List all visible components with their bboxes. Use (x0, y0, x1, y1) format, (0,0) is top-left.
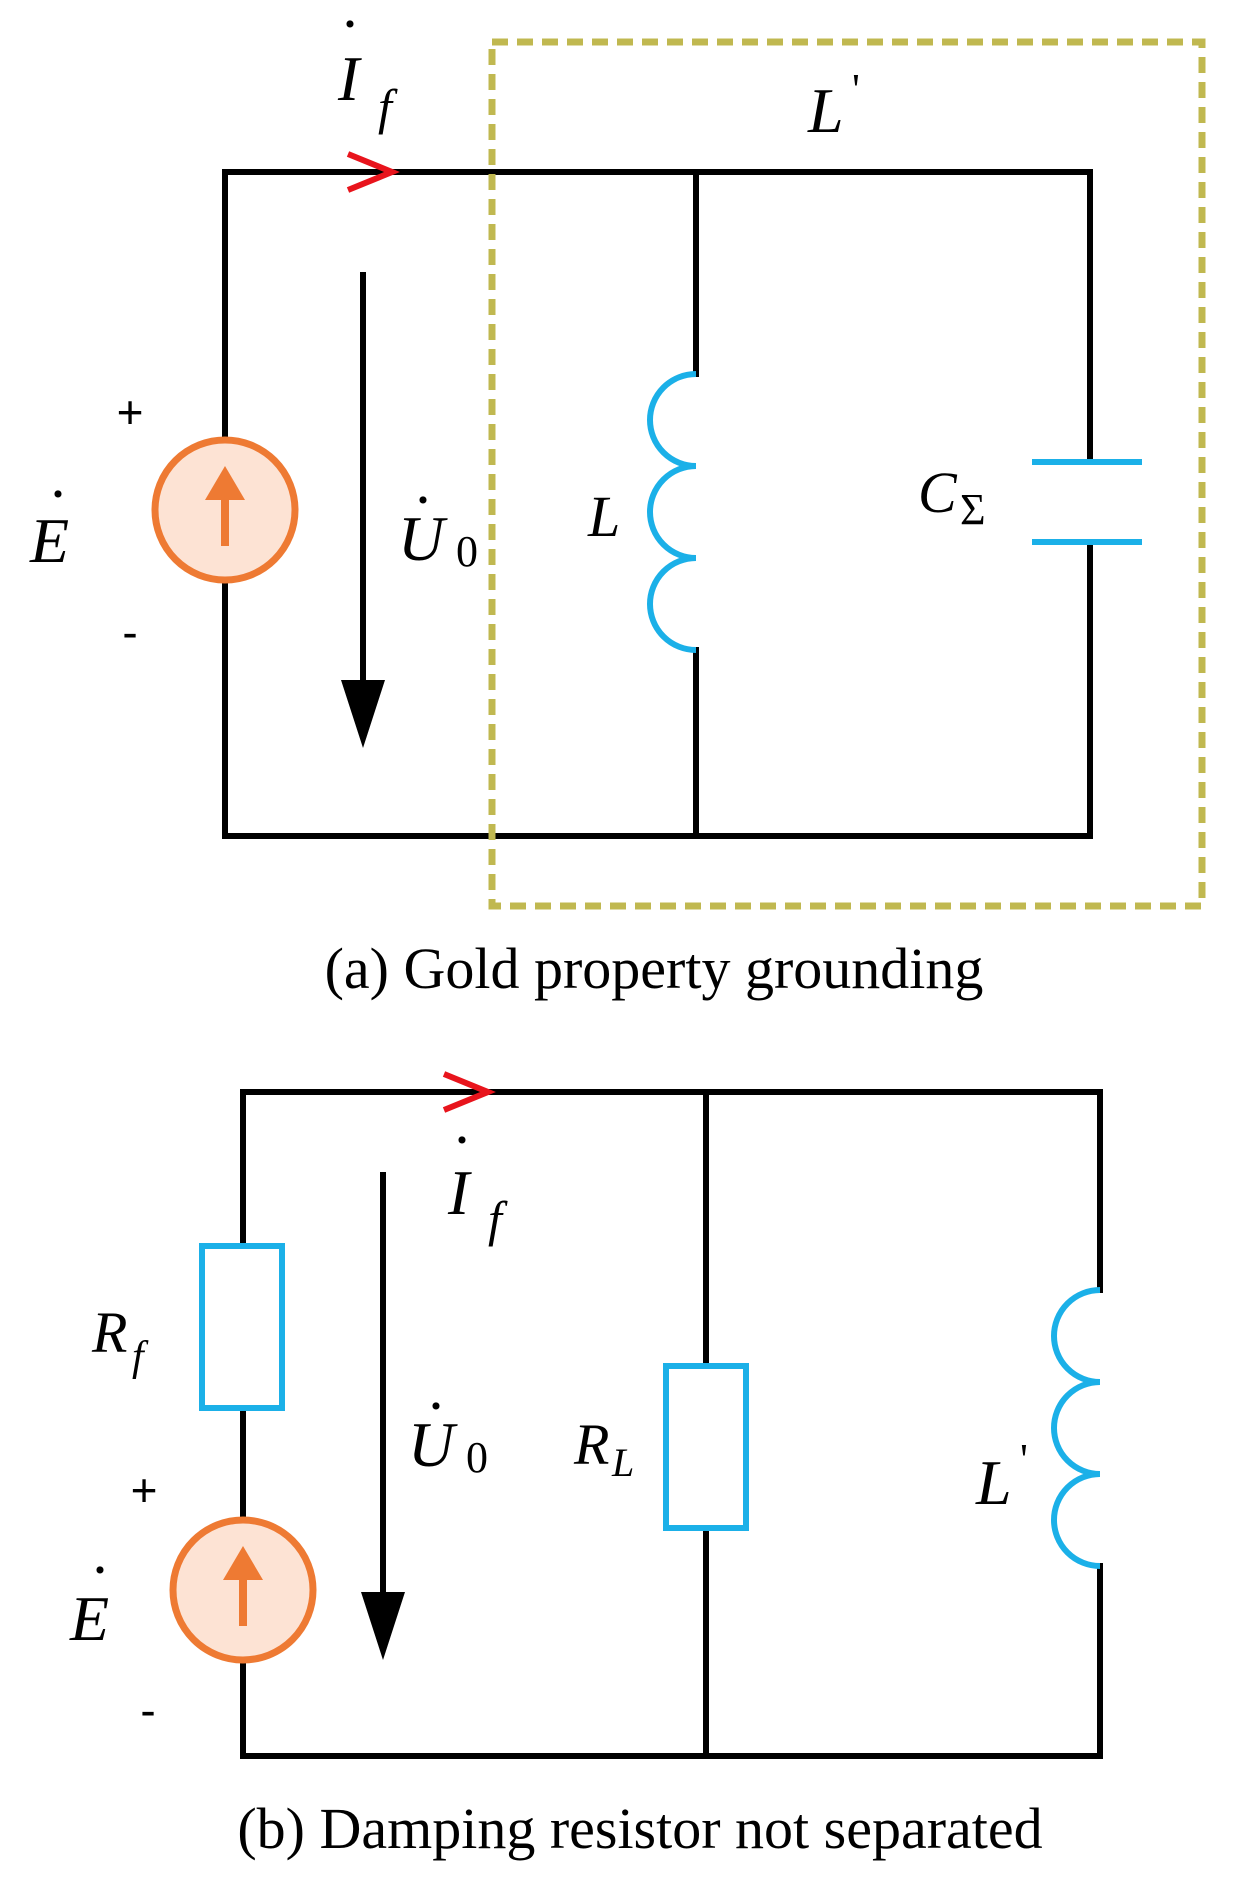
svg-text:+: + (117, 386, 144, 438)
svg-text:L: L (975, 1447, 1012, 1518)
diagram-b: · I f R f · U 0 R L L ' + · E - (b) Damp… (69, 1071, 1103, 1861)
svg-text:0: 0 (456, 527, 478, 576)
svg-text:R: R (91, 1300, 127, 1365)
svg-text:·: · (452, 1107, 472, 1173)
current-direction-marker-b (442, 1071, 496, 1113)
inductor-b (1051, 1287, 1101, 1569)
svg-text:L: L (807, 75, 844, 146)
caption-b: (b) Damping resistor not separated (237, 1796, 1042, 1861)
label-equivalent-inductance: L ' (807, 65, 860, 146)
capacitor-a (1032, 459, 1142, 545)
diagram-a: · I f L ' · U 0 L C Σ + · E - (a) Gold p… (29, 0, 1206, 1001)
label-source-b: + · E - (69, 1464, 157, 1736)
diagram-b-wires (240, 1089, 1103, 1759)
svg-text:R: R (573, 1412, 609, 1477)
voltage-source-b-arrow-head (223, 1546, 263, 1580)
label-inductor-b: L ' (975, 1435, 1028, 1518)
voltage-source-a (151, 436, 299, 584)
label-source-a: + · E - (29, 386, 143, 658)
series-resistor-b (199, 1243, 285, 1411)
svg-text:0: 0 (466, 1433, 488, 1482)
label-inductor-a: L (587, 484, 620, 549)
svg-text:I: I (337, 43, 362, 114)
current-direction-marker-a (346, 151, 400, 193)
svg-text:I: I (447, 1157, 472, 1228)
svg-text:·: · (48, 461, 68, 527)
label-load-resistor-b: R L (573, 1412, 634, 1485)
inductor-a (647, 371, 697, 653)
label-current-a: · I f (337, 0, 398, 135)
voltage-arrow-a (341, 272, 385, 748)
svg-text:·: · (413, 467, 433, 533)
caption-a: (a) Gold property grounding (325, 936, 984, 1001)
voltage-arrow-a-head (341, 680, 385, 748)
svg-text:-: - (122, 606, 137, 658)
label-capacitor-a: C Σ (918, 460, 986, 534)
svg-text:f: f (488, 1191, 508, 1247)
equivalent-inductance-box (488, 38, 1206, 910)
svg-text:·: · (426, 1373, 446, 1439)
svg-text:L: L (611, 1440, 634, 1485)
voltage-arrow-b (361, 1172, 405, 1660)
svg-text:': ' (852, 65, 860, 114)
svg-text:f: f (378, 79, 398, 135)
svg-text:-: - (140, 1684, 155, 1736)
svg-text:E: E (29, 505, 69, 576)
label-series-resistor-b: R f (91, 1300, 149, 1380)
voltage-source-b (169, 1516, 317, 1664)
voltage-source-a-arrow-head (205, 466, 245, 500)
label-current-b: · I f (447, 1107, 508, 1247)
svg-text:U: U (398, 503, 448, 574)
diagram-a-wires (222, 169, 1093, 839)
label-voltage-a: · U 0 (398, 467, 478, 576)
svg-text:U: U (408, 1409, 458, 1480)
svg-text:·: · (340, 0, 360, 57)
svg-text:': ' (1020, 1435, 1028, 1484)
label-voltage-b: · U 0 (408, 1373, 488, 1482)
svg-text:·: · (90, 1537, 110, 1603)
svg-text:E: E (69, 1583, 109, 1654)
svg-text:f: f (132, 1334, 149, 1380)
load-resistor-b (663, 1363, 749, 1531)
voltage-arrow-b-head (361, 1592, 405, 1660)
svg-text:+: + (131, 1464, 158, 1516)
svg-text:Σ: Σ (960, 485, 986, 534)
svg-text:C: C (918, 460, 958, 525)
